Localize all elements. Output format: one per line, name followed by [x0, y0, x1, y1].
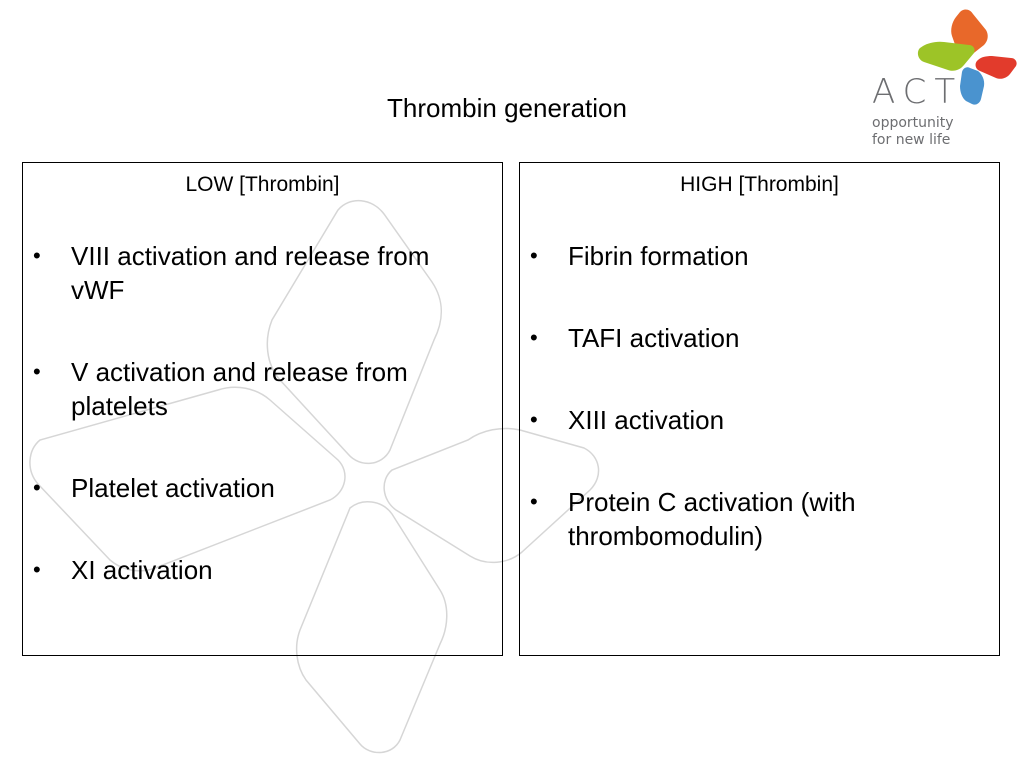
list-item: • V activation and release from platelets: [23, 355, 502, 423]
list-item-text: XI activation: [71, 555, 213, 585]
list-item-text: Fibrin formation: [568, 241, 749, 271]
logo-tagline-line2: for new life: [872, 132, 951, 148]
high-thrombin-panel: HIGH [Thrombin] • Fibrin formation • TAFI …: [519, 162, 1000, 656]
watermark-petal-top: [266, 200, 442, 464]
bullet-icon: •: [33, 243, 41, 268]
list-item-text: V activation and release from platelets: [71, 357, 408, 421]
logo-tagline-line1: opportunity: [872, 115, 954, 131]
slide-title: Thrombin generation: [387, 93, 627, 123]
list-item: • Platelet activation: [23, 471, 502, 505]
act-logo-icon: [917, 9, 1017, 105]
list-item-text: Platelet activation: [71, 473, 275, 503]
list-item: • Fibrin formation: [520, 239, 999, 273]
watermark-petal-bottom: [295, 501, 448, 754]
watermark-petal-right: [383, 427, 600, 564]
logo-petal-blue: [960, 67, 985, 105]
logo-wordmark: ACT: [872, 72, 964, 112]
high-thrombin-list: • Fibrin formation • TAFI activation • XIII…: [520, 239, 999, 553]
list-item-text: VIII activation and release from vWF: [71, 241, 430, 305]
list-item-text: Protein C activation (with thrombomoduli…: [568, 487, 856, 551]
list-item-text: XIII activation: [568, 405, 725, 435]
low-thrombin-list: • VIII activation and release from vWF • V…: [23, 239, 502, 587]
logo-petal-green: [917, 41, 975, 71]
bullet-icon: •: [530, 407, 538, 432]
list-item: • Protein C activation (with thrombomodul…: [520, 485, 999, 553]
bullet-icon: •: [33, 475, 41, 500]
low-thrombin-panel: LOW [Thrombin] • VIII activation and rele…: [22, 162, 503, 656]
bullet-icon: •: [530, 243, 538, 268]
list-item: • XIII activation: [520, 403, 999, 437]
low-thrombin-heading: LOW [Thrombin]: [185, 173, 340, 196]
high-thrombin-heading: HIGH [Thrombin]: [680, 173, 839, 196]
list-item: • XI activation: [23, 553, 502, 587]
bullet-icon: •: [33, 359, 41, 384]
bullet-icon: •: [530, 325, 538, 350]
bullet-icon: •: [530, 489, 538, 514]
bullet-icon: •: [33, 557, 41, 582]
logo-petal-red: [975, 56, 1017, 79]
list-item: • TAFI activation: [520, 321, 999, 355]
list-item-text: TAFI activation: [568, 323, 740, 353]
watermark-petal-left: [29, 386, 346, 572]
list-item: • VIII activation and release from vWF: [23, 239, 502, 307]
